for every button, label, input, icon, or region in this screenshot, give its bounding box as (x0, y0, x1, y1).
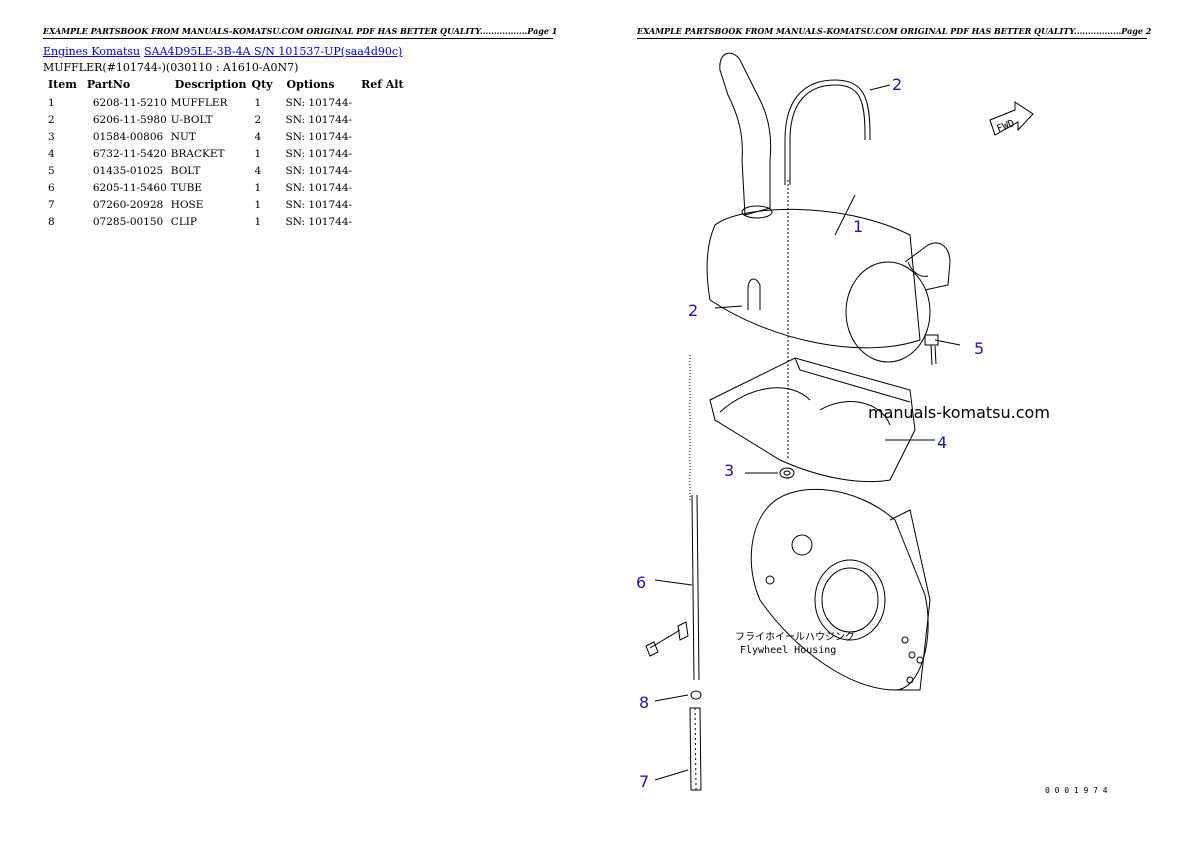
col-header-description: Description (174, 78, 247, 91)
cell-ref-alt (356, 145, 409, 162)
cell-description: BRACKET (170, 147, 225, 160)
cell-ref-alt (356, 213, 409, 230)
callout-7: 7 (639, 772, 649, 791)
cell-partno: 6205-11-5460 (92, 181, 167, 194)
cell-partno: 6208-11-5210 (92, 96, 167, 109)
cell-item: 1 (48, 96, 55, 109)
cell-description: CLIP (170, 215, 198, 228)
cell-qty: 1 (254, 181, 262, 194)
cell-item: 7 (48, 198, 55, 211)
cell-ref-alt (356, 162, 409, 179)
cell-qty: 1 (254, 96, 262, 109)
callout-1: 1 (853, 217, 863, 236)
col-header-ref-alt: Ref Alt (361, 78, 404, 91)
table-row: 3 01584-00806 NUT 4 SN: 101744- (43, 128, 409, 145)
drawing-code: 0 0 0 1 9 7 4 (1045, 786, 1108, 795)
page-2-header: EXAMPLE PARTSBOOK FROM MANUALS-KOMATSU.C… (637, 26, 1151, 39)
bolt-part (924, 334, 939, 366)
fwd-label: FWD (995, 118, 1016, 135)
cell-ref-alt (356, 179, 409, 196)
callout-2b: 2 (688, 301, 698, 320)
cell-partno: 6732-11-5420 (92, 147, 167, 160)
housing-label-en: Flywheel Housing (740, 645, 836, 656)
cell-qty: 2 (254, 113, 262, 126)
cell-description: HOSE (170, 198, 204, 211)
cell-item: 3 (48, 130, 55, 143)
cell-ref-alt (356, 94, 409, 111)
cell-qty: 4 (254, 130, 262, 143)
cell-partno: 01435-01025 (92, 164, 164, 177)
callout-2: 2 (892, 75, 902, 94)
col-header-qty: Qty (251, 78, 273, 91)
cell-item: 6 (48, 181, 55, 194)
side-bolt-part (645, 621, 689, 657)
table-row: 5 01435-01025 BOLT 4 SN: 101744- (43, 162, 409, 179)
bracket-part (709, 357, 916, 483)
watermark: manuals-komatsu.com (868, 403, 1050, 422)
clip-part (690, 690, 702, 700)
nut-part (779, 467, 795, 479)
cell-ref-alt (356, 196, 409, 213)
cell-item: 2 (48, 113, 55, 126)
leader-lines (654, 84, 961, 781)
parts-table: Item PartNo Description Qty Options Ref … (43, 77, 409, 230)
cell-description: TUBE (170, 181, 203, 194)
cell-options: SN: 101744- (285, 96, 353, 109)
page-1-header: EXAMPLE PARTSBOOK FROM MANUALS-KOMATSU.C… (43, 26, 557, 39)
table-row: 7 07260-20928 HOSE 1 SN: 101744- (43, 196, 409, 213)
cell-partno: 6206-11-5980 (92, 113, 167, 126)
u-bolt-parts (747, 79, 871, 460)
tube-part (689, 355, 700, 681)
cell-options: SN: 101744- (285, 181, 353, 194)
cell-options: SN: 101744- (285, 147, 353, 160)
cell-item: 4 (48, 147, 55, 160)
callout-8: 8 (639, 693, 649, 712)
callout-5: 5 (974, 339, 984, 358)
cell-options: SN: 101744- (285, 164, 353, 177)
breadcrumb-link-model[interactable]: SAA4D95LE-3B-4A S/N 101537-UP(saa4d90c) (144, 45, 403, 58)
cell-description: MUFFLER (170, 96, 228, 109)
cell-options: SN: 101744- (285, 113, 353, 126)
exploded-parts-drawing: FWD 1 2 2 3 4 5 6 7 8 manuals-komatsu.co… (636, 52, 1108, 795)
cell-options: SN: 101744- (285, 215, 353, 228)
table-header-row: Item PartNo Description Qty Options Ref … (43, 77, 409, 94)
housing-label-jp: フライホイールハウジング (735, 630, 855, 643)
col-header-item: Item (48, 78, 77, 91)
callout-3: 3 (724, 461, 734, 480)
flywheel-housing-part (750, 488, 931, 691)
cell-qty: 1 (254, 198, 262, 211)
cell-ref-alt (356, 111, 409, 128)
cell-qty: 4 (254, 164, 262, 177)
callout-6: 6 (636, 573, 646, 592)
cell-description: NUT (170, 130, 196, 143)
cell-options: SN: 101744- (285, 130, 353, 143)
col-header-options: Options (286, 78, 335, 91)
section-title: MUFFLER(#101744-)(030110 : A1610-A0N7) (43, 61, 299, 74)
cell-partno: 01584-00806 (92, 130, 164, 143)
fwd-arrow-icon: FWD (989, 101, 1034, 136)
muffler-part (706, 52, 951, 363)
cell-partno: 07260-20928 (92, 198, 164, 211)
cell-partno: 07285-00150 (92, 215, 164, 228)
cell-description: U-BOLT (170, 113, 213, 126)
col-header-partno: PartNo (86, 78, 131, 91)
cell-ref-alt (356, 128, 409, 145)
cell-item: 8 (48, 215, 55, 228)
breadcrumb-link-engines[interactable]: Engines Komatsu (43, 45, 141, 58)
hose-part (689, 707, 702, 791)
cell-options: SN: 101744- (285, 198, 353, 211)
cell-item: 5 (48, 164, 55, 177)
cell-qty: 1 (254, 215, 262, 228)
table-row: 8 07285-00150 CLIP 1 SN: 101744- (43, 213, 409, 230)
cell-qty: 1 (254, 147, 262, 160)
callout-4: 4 (937, 433, 947, 452)
cell-description: BOLT (170, 164, 201, 177)
